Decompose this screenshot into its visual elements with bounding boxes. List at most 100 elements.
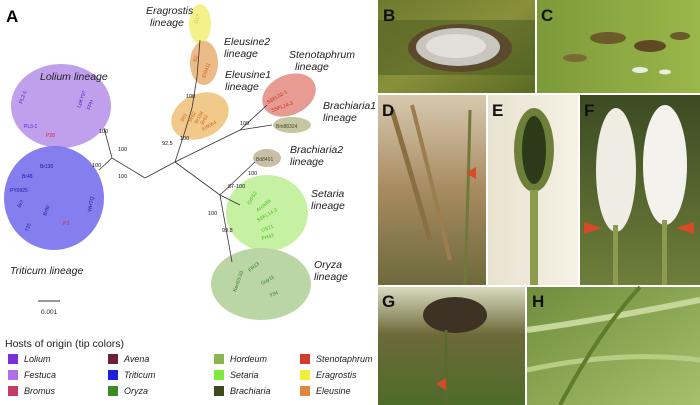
- lineage-word: lineage: [295, 61, 329, 73]
- lineage-label-setaria: Setaria lineage: [311, 188, 347, 212]
- brachiaria1-clade: [273, 117, 311, 133]
- photo-panels: B C D E: [378, 0, 700, 405]
- bootstrap-label: 87-100: [228, 184, 245, 190]
- tip-label: Y34: [269, 290, 280, 299]
- lineage-label-oryza: Oryza lineage: [314, 259, 348, 283]
- legend-swatch: [108, 386, 118, 396]
- tip-label: Bd8401: [256, 157, 273, 163]
- bootstrap-label: 100: [248, 171, 257, 177]
- tip-label: G17: [193, 14, 202, 25]
- lineage-word: lineage: [311, 200, 345, 212]
- legend-swatch: [8, 354, 18, 364]
- legend: Hosts of origin (tip colors) LoliumFestu…: [5, 338, 373, 396]
- tip-label: P3: [63, 221, 69, 227]
- legend-items: LoliumFestucaBromusAvenaTriticumOryzaHor…: [8, 354, 373, 396]
- tip-label: LpKY97: [76, 90, 88, 109]
- lineage-name: Brachiaria1: [323, 100, 376, 112]
- eragrostis-clade: [189, 4, 211, 44]
- legend-label: Avena: [123, 354, 149, 364]
- legend-swatch: [214, 354, 224, 364]
- legend-label: Oryza: [124, 386, 148, 396]
- panel-c-letter: C: [541, 6, 553, 25]
- panel-h-photo: H: [526, 285, 700, 405]
- panel-e-letter: E: [492, 101, 503, 120]
- bootstrap-label: 100: [208, 211, 217, 217]
- legend-label: Brachiaria: [230, 386, 271, 396]
- bootstrap-label: 99.8: [222, 228, 233, 234]
- legend-swatch: [300, 370, 310, 380]
- tip-label: Bm88324: [276, 124, 298, 130]
- lineage-label-brachiaria2: Brachiaria2 lineage: [290, 144, 346, 168]
- tip-labels-triticum: Br130 Br48 PY0925 P3 WHTQ T25 Br80 Br7: [10, 164, 96, 233]
- lineage-name: Eragrostis: [146, 5, 194, 17]
- lineage-label-eleusine2: Eleusine2 lineage: [224, 36, 273, 60]
- tip-label: PH42: [261, 233, 275, 242]
- tip-labels-lolium: PL2-1 PL3-1 P28 LpKY97 FPH: [18, 90, 95, 139]
- legend-label: Setaria: [230, 370, 259, 380]
- tip-label: Br62: [200, 114, 211, 126]
- lineage-name: Brachiaria2: [290, 144, 343, 156]
- lineage-label-eleusine1: Eleusine1 lineage: [225, 69, 274, 93]
- bootstrap-label: 100: [118, 174, 127, 180]
- lineage-word: lineage: [224, 48, 258, 60]
- legend-swatch: [108, 370, 118, 380]
- panel-d-photo: D: [378, 95, 486, 286]
- stenotaphrum-clade: [262, 73, 316, 117]
- legend-swatch: [300, 386, 310, 396]
- panel-c-photo: C: [537, 0, 700, 93]
- lineage-name: Eleusine2: [224, 36, 270, 48]
- tip-label: P28: [46, 133, 55, 139]
- lineage-name: Setaria: [311, 188, 344, 200]
- lineage-word: lineage: [225, 81, 259, 93]
- panel-b-letter: B: [383, 6, 395, 25]
- tip-label: PY0925: [10, 188, 28, 194]
- lineage-name: Eleusine1: [225, 69, 271, 81]
- panel-h-letter: H: [532, 292, 544, 311]
- lolium-clade: [11, 64, 111, 148]
- legend-label: Eragrostis: [316, 370, 357, 380]
- legend-label: Hordeum: [230, 354, 268, 364]
- eleusine1-clade: [171, 92, 229, 140]
- lineage-label-triticum: Triticum lineage: [10, 265, 83, 277]
- panel-e-photo: E: [488, 95, 578, 285]
- panel-f-photo: F: [580, 95, 700, 285]
- tip-label: FPH: [86, 99, 95, 111]
- bootstrap-label: 100: [180, 136, 189, 142]
- tip-labels-brachiaria1: Bm88324: [276, 124, 298, 130]
- legend-label: Festuca: [24, 370, 56, 380]
- lineage-name: Stenotaphrum: [289, 49, 355, 61]
- lineage-label-eragrostis: Eragrostis lineage: [146, 5, 196, 29]
- lineage-label-stenotaphrum: Stenotaphrum lineage: [289, 49, 358, 73]
- tip-label: US71: [261, 224, 275, 234]
- bootstrap-label: 100: [186, 94, 195, 100]
- legend-swatch: [108, 354, 118, 364]
- tip-labels-eleusine2: B2 EI9411: [192, 55, 212, 79]
- legend-swatch: [214, 370, 224, 380]
- tip-label: Br7: [17, 199, 26, 209]
- legend-label: Bromus: [24, 386, 56, 396]
- lineage-word: lineage: [150, 17, 184, 29]
- tip-label: PL3-1: [24, 124, 38, 130]
- tip-label: T25: [24, 222, 33, 232]
- panel-f-letter: F: [584, 101, 594, 120]
- legend-swatch: [214, 386, 224, 396]
- scale-bar-label: 0.001: [41, 309, 58, 316]
- tree-branches: [98, 39, 273, 263]
- legend-label: Stenotaphrum: [316, 354, 373, 364]
- lineage-word: lineage: [323, 112, 357, 124]
- tip-label: B51: [180, 112, 190, 123]
- tip-label: PL2-1: [18, 90, 28, 105]
- tip-labels-eragrostis: G17: [193, 14, 202, 25]
- tip-label: B2: [192, 55, 200, 63]
- tip-label: Br166: [194, 110, 206, 125]
- setaria-clade: [226, 175, 308, 251]
- bootstrap-label: 100: [240, 121, 249, 127]
- tip-label: WHTQ: [87, 196, 96, 212]
- bootstrap-label: 100: [92, 163, 101, 169]
- bootstrap-label: 100: [118, 147, 127, 153]
- panel-g-letter: G: [382, 292, 395, 311]
- legend-swatch: [300, 354, 310, 364]
- brachiaria2-clade: [253, 149, 281, 167]
- tip-labels-brachiaria2: Bd8401: [256, 157, 273, 163]
